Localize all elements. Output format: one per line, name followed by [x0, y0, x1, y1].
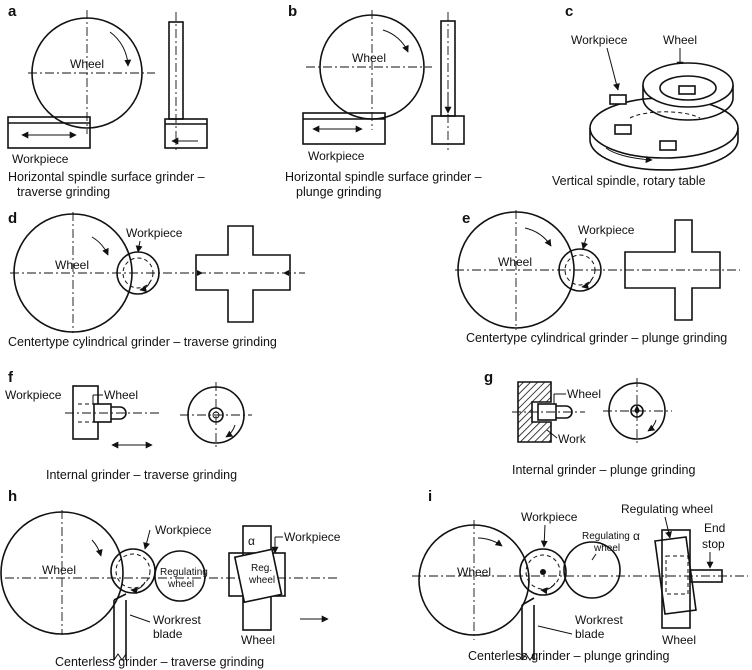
wheel-label-e: Wheel: [498, 255, 532, 269]
wheel-label-b: Wheel: [352, 51, 386, 65]
caption-d: Centertype cylindrical grinder – travers…: [8, 335, 277, 349]
workrest-label-i-2: blade: [575, 627, 605, 641]
workpiece-label-e: Workpiece: [578, 223, 635, 237]
reg-label-h-2: wheel: [248, 575, 275, 586]
panel-letter-g: g: [484, 369, 493, 386]
wheel-label-f: Wheel: [104, 388, 138, 402]
panel-letter-h: h: [8, 488, 17, 505]
workpiece-e: [558, 248, 602, 292]
regulating-label-i-1: Regulating: [582, 531, 630, 542]
workrest-blade-h: [113, 593, 127, 660]
workpiece-a: [7, 116, 91, 149]
panel-letter-e: e: [462, 210, 470, 227]
workpiece-label-d: Workpiece: [126, 226, 183, 240]
end-stop-i: [689, 569, 723, 583]
panel-letter-c: c: [565, 3, 573, 20]
panel-g: g Wheel Work Internal grinder – plunge g…: [484, 369, 696, 477]
workpiece-side-e: [624, 219, 721, 321]
workpiece-g: [517, 381, 552, 443]
workpiece-label-i: Workpiece: [521, 510, 578, 524]
caption-h: Centerless grinder – traverse grinding: [55, 655, 264, 669]
panel-f: f Workpiece Wheel Internal grinder – tra…: [5, 369, 252, 482]
regulating-wheel-side-h: [233, 548, 283, 604]
caption-g: Internal grinder – plunge grinding: [512, 463, 696, 477]
workrest-label-h-2: blade: [153, 627, 183, 641]
wheel-label-h: Wheel: [42, 563, 76, 577]
regulating-label-i-2: wheel: [593, 543, 620, 554]
wheel-label-d: Wheel: [55, 258, 89, 272]
panel-letter-i: i: [428, 488, 432, 505]
workpiece-label-h: Workpiece: [155, 523, 212, 537]
workpiece-label-a: Workpiece: [12, 152, 69, 166]
panel-letter-b: b: [288, 3, 297, 20]
workrest-blade-i: [521, 597, 535, 660]
end-stop-label-i-1: End: [704, 521, 725, 535]
workpiece-h: [110, 548, 156, 594]
panel-d: d Wheel Workpiece Centertype cylindrical…: [8, 210, 305, 349]
reg-label-h-1: Reg.: [251, 563, 272, 574]
regulating-label-h-2: wheel: [167, 579, 194, 590]
alpha-label-i: α: [633, 529, 640, 543]
workpiece-side-d: [195, 225, 291, 323]
workpiece-i: [519, 548, 567, 596]
caption-f: Internal grinder – traverse grinding: [46, 468, 237, 482]
wheel-label-i: Wheel: [457, 565, 491, 579]
caption-i: Centerless grinder – plunge grinding: [468, 649, 670, 663]
caption-b-2: plunge grinding: [296, 185, 382, 199]
wheel-label-c: Wheel: [663, 33, 697, 47]
work-label-g: Work: [558, 432, 587, 446]
regulating-wheel-side-i: [654, 536, 697, 615]
wheel-bottom-label-i: Wheel: [662, 633, 696, 647]
caption-b-1: Horizontal spindle surface grinder –: [285, 170, 482, 184]
wheel-label-a: Wheel: [70, 57, 104, 71]
workpiece-label-f: Workpiece: [5, 388, 62, 402]
regulating-wheel-h: [154, 550, 206, 602]
wheel-label-g: Wheel: [567, 387, 601, 401]
internal-wheel-f: [111, 406, 127, 420]
panel-i: i Wheel Workpiece Regulating wheel Workr…: [412, 488, 748, 663]
workrest-label-i-1: Workrest: [575, 613, 623, 627]
regulating-wheel-label-i: Regulating wheel: [621, 502, 713, 516]
panel-a: a Wheel Workpiece Horizontal spindle sur…: [7, 3, 208, 199]
rotation-arrow: [109, 31, 132, 67]
workpiece-b: [302, 112, 386, 145]
workpiece-label-b: Workpiece: [308, 149, 365, 163]
panel-letter-d: d: [8, 210, 17, 227]
panel-letter-a: a: [8, 3, 17, 20]
caption-e: Centertype cylindrical grinder – plunge …: [466, 331, 727, 345]
regulating-label-h-1: Regulating: [160, 567, 208, 578]
panel-b: b Wheel Workpiece Horizontal spindle sur…: [285, 3, 482, 199]
panel-h: h Wheel Workpiece Regulating wheel Workr…: [0, 488, 341, 669]
workpiece-label-c: Workpiece: [571, 33, 628, 47]
wheel-bottom-label-h: Wheel: [241, 633, 275, 647]
alpha-label-h: α: [248, 534, 255, 548]
regulating-wheel-i: [563, 541, 621, 599]
caption-a-2: traverse grinding: [17, 185, 110, 199]
workpiece-right-label-h: Workpiece: [284, 530, 341, 544]
panel-c: c Workpiece Wheel Vertical spindle, rota…: [552, 3, 739, 188]
panel-letter-f: f: [8, 369, 14, 386]
panel-e: e Wheel Workpiece Centertype cylindrical…: [455, 210, 740, 345]
caption-c: Vertical spindle, rotary table: [552, 174, 706, 188]
workrest-label-h-1: Workrest: [153, 613, 201, 627]
end-stop-label-i-2: stop: [702, 537, 725, 551]
caption-a-1: Horizontal spindle surface grinder –: [8, 170, 205, 184]
